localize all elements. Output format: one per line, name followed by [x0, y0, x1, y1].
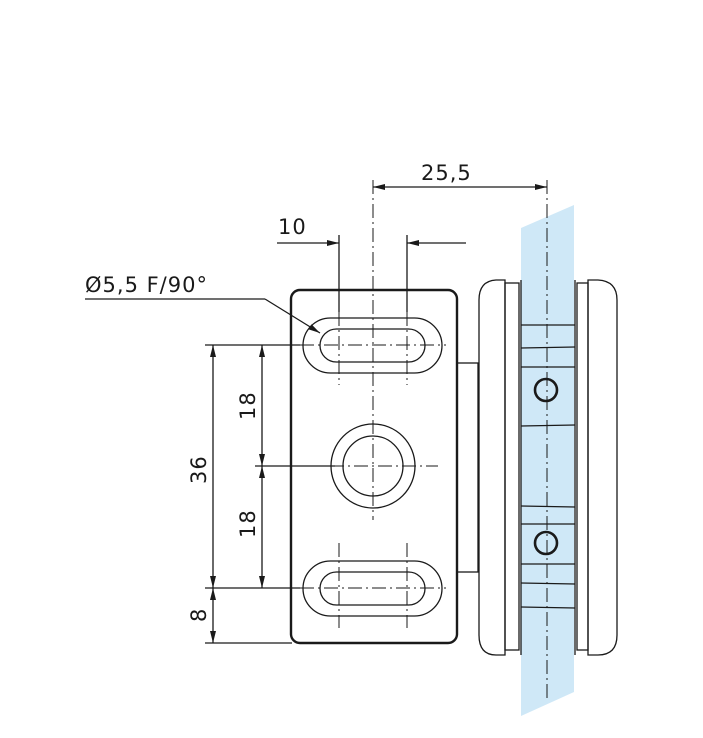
dimension-lines — [85, 184, 547, 644]
dim-offset-label: 25,5 — [421, 161, 472, 185]
dim-lower-spacing-label: 18 — [236, 509, 260, 538]
glass-bolt-top — [533, 377, 559, 403]
glass-bolt-bottom — [533, 530, 559, 556]
hole-spec-label: Ø5,5 F/90° — [85, 273, 208, 297]
right-clamp-strip — [576, 282, 589, 651]
left-clamp-pad — [478, 279, 506, 656]
centerlines — [300, 180, 548, 700]
left-clamp-strip — [504, 282, 520, 651]
dim-upper-spacing-label: 18 — [236, 391, 260, 420]
dim-total-height-label: 36 — [187, 455, 211, 484]
right-clamp-pad — [587, 279, 618, 656]
dim-slot-width-label: 10 — [278, 215, 307, 239]
glass-panel — [521, 205, 574, 716]
plate-neck — [456, 362, 479, 573]
dim-bottom-margin-label: 8 — [187, 608, 211, 622]
clamp-bands — [520, 280, 576, 655]
